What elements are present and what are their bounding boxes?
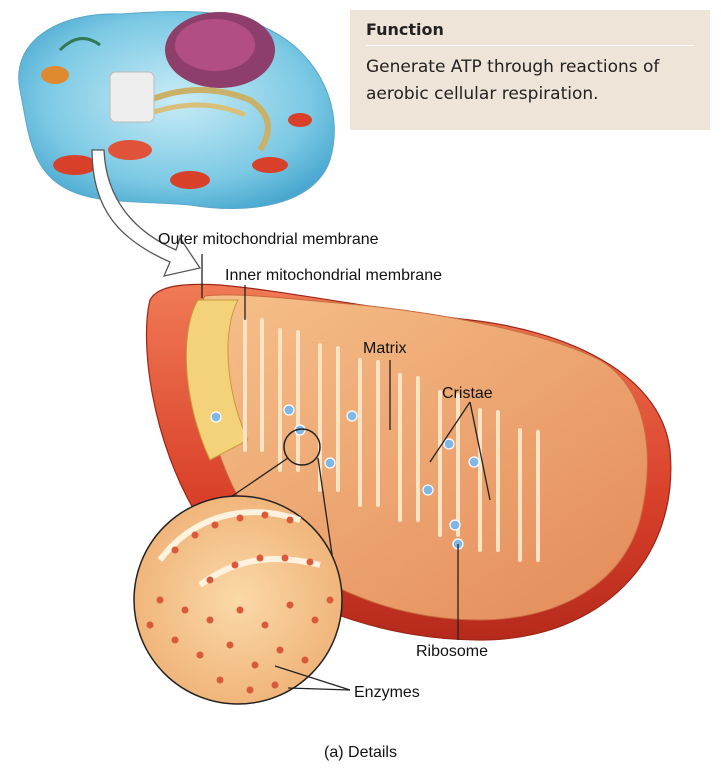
- function-text: Generate ATP through reactions of aerobi…: [366, 54, 694, 108]
- cell-illustration: [19, 11, 335, 208]
- function-box: Function Generate ATP through reactions …: [350, 10, 710, 130]
- function-title: Function: [366, 20, 694, 46]
- label-inner-membrane: Inner mitochondrial membrane: [225, 267, 442, 285]
- label-cristae: Cristae: [442, 385, 493, 403]
- label-matrix: Matrix: [363, 340, 407, 358]
- label-enzymes: Enzymes: [354, 684, 420, 702]
- figure-caption: (a) Details: [0, 744, 721, 762]
- enzyme-zoom-circle: [134, 496, 342, 704]
- label-ribosome: Ribosome: [416, 643, 488, 661]
- label-outer-membrane: Outer mitochondrial membrane: [158, 231, 379, 249]
